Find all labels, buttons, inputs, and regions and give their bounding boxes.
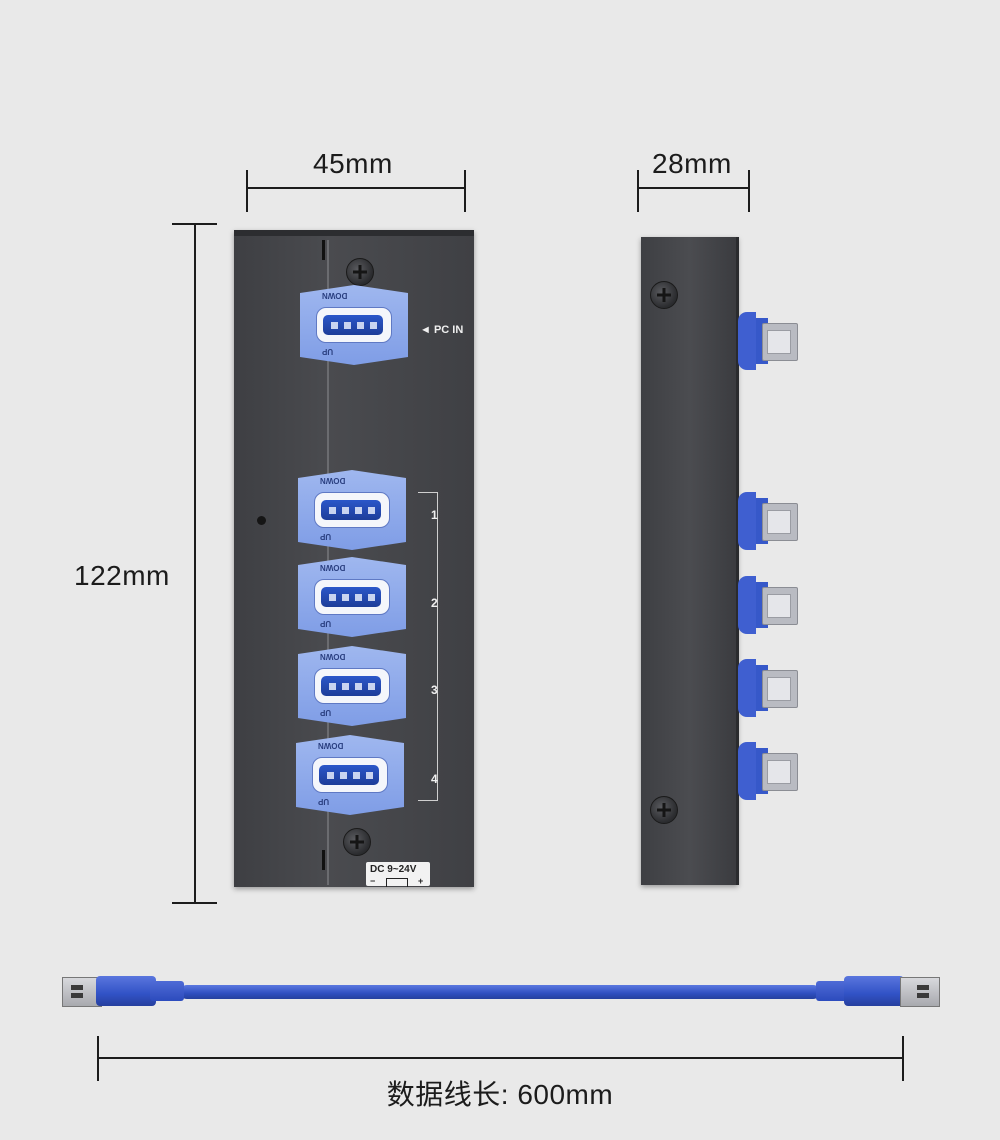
panel-seam-notch-top — [322, 240, 325, 260]
usb-socket — [316, 307, 392, 343]
usb-port-3[interactable]: DOWN UP — [298, 646, 406, 726]
port-down-label: DOWN — [320, 652, 346, 661]
depth-dimension-tick-right — [748, 170, 750, 212]
depth-dimension-line — [638, 187, 749, 189]
port-number-2: 2 — [431, 596, 438, 610]
port-number-3: 3 — [431, 683, 438, 697]
screw-icon — [346, 258, 374, 286]
usb-plug-right-metal — [900, 977, 940, 1007]
usb-socket-inner — [321, 676, 381, 696]
depth-dimension-tick-left — [637, 170, 639, 212]
screw-icon — [650, 281, 678, 309]
dc-input-label: DC 9~24V — [370, 864, 417, 875]
usb-socket-inner — [321, 587, 381, 607]
usb-port-pc-in[interactable]: DOWN UP — [300, 285, 408, 365]
side-usb-connector-2 — [738, 562, 798, 648]
dc-input-label-box — [366, 862, 430, 886]
port-up-label: UP — [318, 797, 330, 806]
reset-hole — [257, 516, 266, 525]
port-down-label: DOWN — [318, 741, 344, 750]
hub-front-top-edge — [234, 230, 474, 236]
usb-port-4[interactable]: DOWN UP — [296, 735, 404, 815]
screw-icon — [343, 828, 371, 856]
usb-plug-left-neck — [150, 981, 184, 1001]
usb-plug-right-body — [844, 976, 904, 1006]
port-down-label: DOWN — [320, 563, 346, 572]
usb-port-2[interactable]: DOWN UP — [298, 557, 406, 637]
cable-dimension-tick-left — [97, 1036, 99, 1081]
width-dimension-tick-left — [246, 170, 248, 212]
panel-seam-notch-bottom — [322, 850, 325, 870]
height-dimension-tick-bottom — [172, 902, 217, 904]
hub-side-edge — [736, 237, 739, 885]
side-usb-connector-pc-in — [738, 298, 798, 384]
dc-minus-label: − — [370, 876, 376, 886]
side-usb-connector-4 — [738, 728, 798, 814]
pc-in-label: ◄ PC IN — [420, 324, 464, 336]
usb-plug-left-body — [96, 976, 156, 1006]
port-up-label: UP — [322, 347, 334, 356]
cable-dimension-line — [98, 1057, 904, 1059]
usb-plug-right-neck — [816, 981, 850, 1001]
height-dimension-tick-top — [172, 223, 217, 225]
width-dimension-tick-right — [464, 170, 466, 212]
port-up-label: UP — [320, 532, 332, 541]
dc-plus-label: + — [418, 876, 424, 886]
usb-socket-inner — [319, 765, 379, 785]
usb-socket-inner — [321, 500, 381, 520]
usb-port-1[interactable]: DOWN UP — [298, 470, 406, 550]
usb-socket — [314, 579, 390, 615]
screw-icon — [650, 796, 678, 824]
width-dimension-label: 45mm — [313, 148, 393, 179]
usb-socket — [312, 757, 388, 793]
port-number-1: 1 — [431, 508, 438, 522]
height-dimension-label: 122mm — [74, 560, 170, 591]
port-down-label: DOWN — [320, 476, 346, 485]
port-number-4: 4 — [431, 772, 438, 786]
height-dimension-line — [194, 224, 196, 904]
hub-side-panel — [641, 237, 738, 885]
depth-dimension-label: 28mm — [652, 148, 732, 179]
port-up-label: UP — [320, 708, 332, 717]
cable-dimension-tick-right — [902, 1036, 904, 1081]
usb-cable-wire — [180, 985, 820, 999]
port-up-label: UP — [320, 619, 332, 628]
usb-socket — [314, 668, 390, 704]
side-usb-connector-3 — [738, 645, 798, 731]
side-usb-connector-1 — [738, 478, 798, 564]
cable-length-label: 数据线长: 600mm — [386, 1079, 614, 1110]
port-down-label: DOWN — [322, 291, 348, 300]
port-bracket-bottom — [418, 800, 437, 801]
port-bracket-top — [418, 492, 437, 493]
width-dimension-line — [247, 187, 466, 189]
dc-socket-outline — [386, 878, 408, 887]
usb-socket — [314, 492, 390, 528]
port-bracket — [437, 492, 438, 801]
usb-socket-inner — [323, 315, 383, 335]
